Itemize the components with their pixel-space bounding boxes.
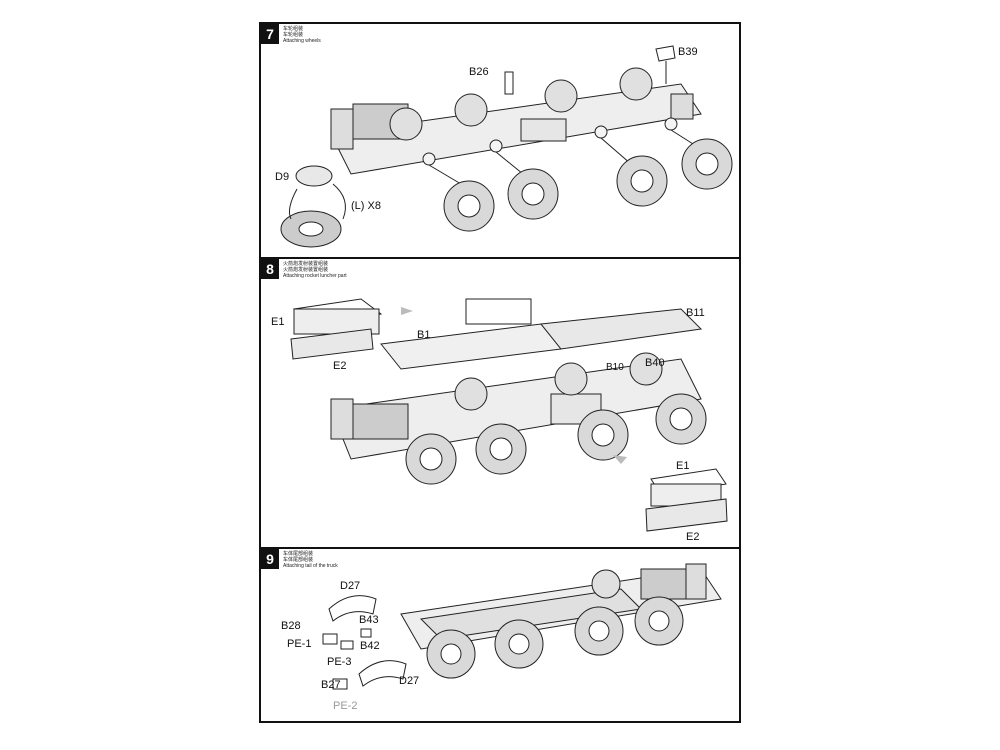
- part-label-e2-left: E2: [333, 360, 347, 372]
- step-8-illustration: [290, 298, 728, 532]
- part-label-b10: B10: [606, 362, 624, 373]
- step-number: 9: [261, 549, 279, 569]
- step-caption: 车体尾部组装 车体尾部组装 Attaching tail of the truc…: [283, 551, 338, 569]
- part-label-d27-bottom: D27: [399, 675, 420, 687]
- part-label-b1: B1: [417, 329, 431, 341]
- part-label-b26: B26: [469, 66, 489, 78]
- part-label-b28: B28: [281, 620, 301, 632]
- part-label-b42: B42: [360, 640, 380, 652]
- caption-en: Attaching wheels: [283, 38, 321, 44]
- part-label-b27: B27: [321, 679, 341, 691]
- caption-cn: 火箭炮发射装置组装: [283, 261, 329, 267]
- caption-cn-2: 车轮组装: [283, 32, 304, 38]
- part-label-e1-right: E1: [676, 460, 690, 472]
- part-label-e2-right: E2: [686, 531, 700, 543]
- step-caption: 火箭炮发射装置组装 火箭炮发射装置组装 Attaching rocket lun…: [283, 261, 347, 279]
- part-label-b43: B43: [359, 614, 379, 626]
- step-9-illustration: [322, 563, 722, 690]
- quantity-label-lx8: (L) X8: [351, 200, 381, 212]
- part-label-b39: B39: [678, 46, 698, 58]
- part-label-pe1: PE-1: [287, 638, 312, 650]
- caption-cn-2: 车体尾部组装: [283, 557, 314, 563]
- caption-en: Attaching tail of the truck: [283, 563, 338, 569]
- step-7-illustration: [280, 45, 733, 248]
- part-label-b11: B11: [686, 307, 705, 319]
- step-7-panel: 7 车轮组装 车轮组装 Attaching wheels: [259, 22, 741, 259]
- step-9-panel: 9 车体尾部组装 车体尾部组装 Attaching tail of the tr…: [259, 549, 741, 723]
- step-number: 7: [261, 24, 279, 44]
- part-label-e1-left: E1: [271, 316, 285, 328]
- caption-cn-2: 火箭炮发射装置组装: [283, 267, 329, 273]
- part-label-pe3: PE-3: [327, 656, 352, 668]
- part-label-d9: D9: [275, 171, 290, 183]
- part-label-d27-top: D27: [340, 580, 361, 592]
- caption-cn: 车轮组装: [283, 26, 304, 32]
- caption-en: Attaching rocket luncher part: [283, 273, 347, 279]
- caption-cn: 车体尾部组装: [283, 551, 314, 557]
- step-8-panel: 8 火箭炮发射装置组装 火箭炮发射装置组装 Attaching rocket l…: [259, 259, 741, 549]
- part-label-pe2: PE-2: [333, 700, 358, 712]
- step-number: 8: [261, 259, 279, 279]
- part-label-b40: B40: [645, 357, 665, 369]
- step-caption: 车轮组装 车轮组装 Attaching wheels: [283, 26, 321, 44]
